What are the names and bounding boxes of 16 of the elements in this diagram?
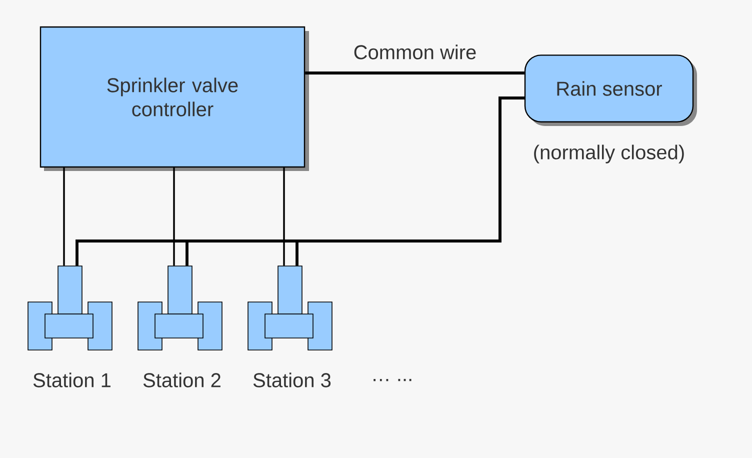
valve-drawing: [28, 266, 112, 350]
valve-drawing: [248, 266, 332, 350]
wire: [305, 72, 524, 74]
wire: [63, 168, 65, 266]
wire: [173, 168, 175, 266]
wire: [296, 96, 524, 266]
edge-label: Common wire: [352, 43, 478, 61]
node-label: Station 2: [143, 372, 220, 388]
node-label: (normally closed): [534, 144, 684, 164]
ellipsis-label: … ...: [374, 378, 412, 382]
node-label: Station 1: [33, 372, 110, 388]
controller-box: Sprinkler valve controller: [40, 26, 309, 171]
sensor-box: Rain sensor: [524, 54, 697, 126]
valve-drawing: [138, 266, 222, 350]
wire: [283, 168, 285, 266]
node-label: Station 3: [253, 372, 331, 388]
